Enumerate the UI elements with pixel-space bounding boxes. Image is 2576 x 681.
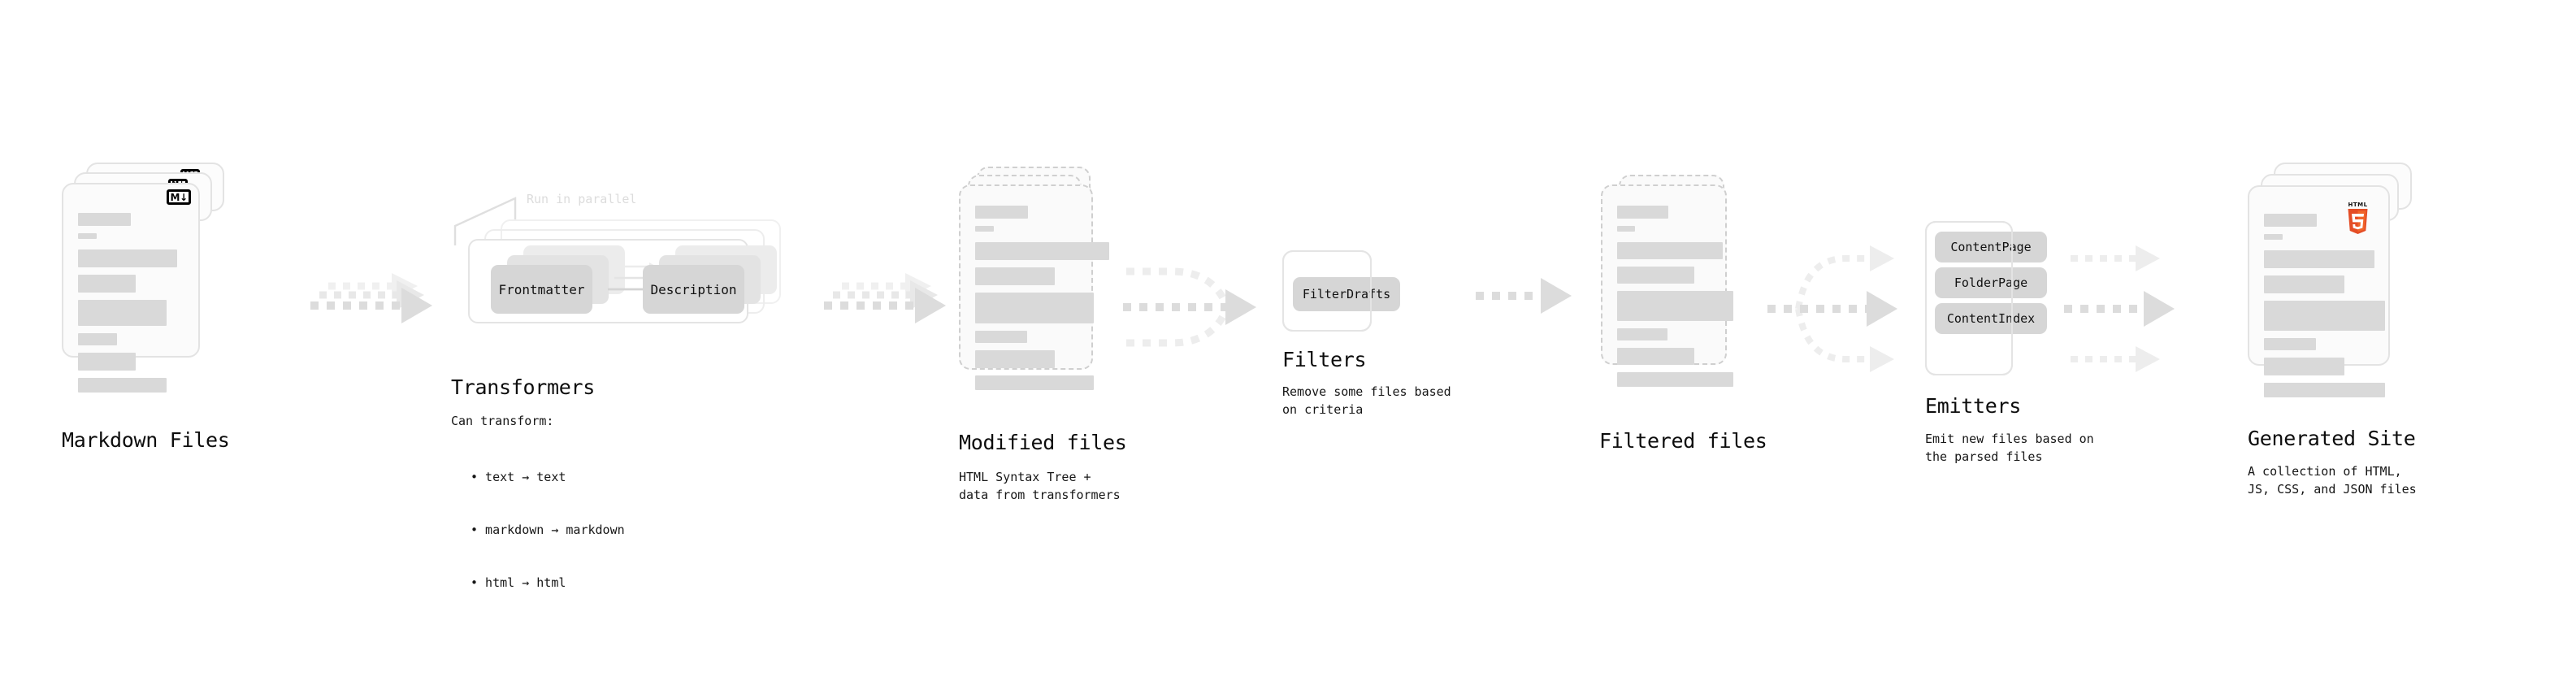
transformer-chip-description[interactable]: Description: [643, 265, 744, 314]
skeleton-bar: [975, 226, 994, 232]
skeleton-bar: [78, 378, 167, 393]
modified-files-title: Modified files: [959, 431, 1127, 454]
generated-site-subtitle: A collection of HTML, JS, CSS, and JSON …: [2248, 464, 2417, 497]
skeleton-bar: [2264, 301, 2385, 331]
modified-files-subtitle: HTML Syntax Tree + data from transformer…: [959, 470, 1121, 502]
transformers-bullets: • text → text • markdown → markdown • ht…: [459, 433, 625, 627]
filtered-files-title: Filtered files: [1599, 429, 1767, 453]
skeleton-bar: [78, 249, 177, 267]
emitter-chip-contentindex[interactable]: ContentIndex: [1935, 303, 2047, 334]
run-in-parallel-bracket: [453, 197, 517, 245]
skeleton-bar: [975, 242, 1109, 260]
skeleton-bar: [78, 300, 167, 326]
skeleton-bar: [1617, 226, 1635, 232]
skeleton-bar: [78, 233, 97, 239]
emitters-title: Emitters: [1925, 394, 2022, 418]
skeleton-bar: [2264, 275, 2344, 293]
markdown-icon: M↓: [167, 189, 191, 205]
connector-filtered-to-emitters: [1767, 234, 1938, 380]
connector-emitters-to-site: [2064, 234, 2243, 380]
skeleton-bar: [975, 350, 1055, 368]
html5-icon: HTML: [2347, 202, 2369, 235]
markdown-files-title: Markdown Files: [62, 428, 230, 452]
dashed-arrow-main: [310, 288, 432, 323]
skeleton-bar: [1617, 348, 1694, 365]
filtered-files-stack: [1601, 175, 1747, 443]
dashed-arrow-main: [824, 288, 946, 323]
emitter-chip-contentpage[interactable]: ContentPage: [1935, 232, 2047, 262]
skeleton-bar: [1617, 372, 1733, 387]
connector-modified-to-filters: [1123, 250, 1286, 364]
generated-site-title: Generated Site: [2248, 427, 2416, 450]
connector-transformers-to-modified: [824, 268, 954, 349]
transformers-stage: Run in parallel Frontmatter: [452, 192, 826, 358]
connector-md-to-transformers: [310, 268, 440, 349]
transformers-bullet-0: • text → text: [471, 469, 566, 484]
skeleton-bar: [975, 293, 1094, 323]
connector-filters-to-filtered: [1476, 276, 1606, 333]
dashed-arrow-middle: [2064, 291, 2175, 327]
skeleton-bar: [78, 353, 136, 371]
skeleton-bar: [1617, 242, 1723, 259]
dashed-arrow-top: [2071, 245, 2160, 271]
site-file-skeleton: [2264, 214, 2385, 405]
transformers-bullet-1: • markdown → markdown: [471, 522, 625, 537]
filter-chip-filterdrafts[interactable]: FilterDrafts: [1293, 277, 1400, 311]
filtered-file-skeleton: [1617, 206, 1733, 394]
skeleton-bar: [1617, 291, 1733, 321]
markdown-file-skeleton: [78, 213, 177, 400]
transformers-subtitle: Can transform:: [451, 414, 554, 428]
skeleton-bar: [2264, 338, 2316, 350]
filters-subtitle: Remove some files based on criteria: [1282, 384, 1451, 417]
skeleton-bar: [975, 206, 1028, 219]
skeleton-bar: [2264, 214, 2317, 227]
transformer-chip-frontmatter[interactable]: Frontmatter: [491, 265, 592, 314]
emitter-chip-folderpage[interactable]: FolderPage: [1935, 267, 2047, 298]
html5-icon-label: HTML: [2348, 202, 2368, 208]
filters-group-outline: [1282, 250, 1372, 332]
skeleton-bar: [975, 331, 1027, 343]
skeleton-bar: [2264, 358, 2344, 375]
generated-site-stack: CSS HTML: [2248, 163, 2426, 439]
emitters-group-outline: [1925, 221, 2013, 375]
skeleton-bar: [1617, 206, 1668, 219]
dashed-arrow-bottom: [2071, 346, 2160, 372]
modified-files-stack: [959, 167, 1109, 435]
skeleton-bar: [78, 213, 131, 226]
skeleton-bar: [78, 333, 117, 345]
markdown-files-stack: M↓ M↓ M↓: [62, 163, 232, 439]
markdown-file-card-front: [62, 183, 200, 358]
skeleton-bar: [1617, 267, 1694, 284]
skeleton-bar: [975, 375, 1094, 390]
filters-title: Filters: [1282, 348, 1367, 371]
skeleton-bar: [2264, 250, 2374, 268]
run-in-parallel-label: Run in parallel: [527, 192, 637, 206]
modified-file-skeleton: [975, 206, 1109, 397]
skeleton-bar: [975, 267, 1055, 285]
skeleton-bar: [1617, 328, 1667, 340]
transformers-bullet-2: • html → html: [471, 575, 566, 590]
skeleton-bar: [2264, 383, 2385, 397]
skeleton-bar: [2264, 234, 2283, 240]
emitters-subtitle: Emit new files based on the parsed files: [1925, 432, 2094, 464]
skeleton-bar: [78, 275, 136, 293]
transformers-title: Transformers: [451, 375, 596, 399]
